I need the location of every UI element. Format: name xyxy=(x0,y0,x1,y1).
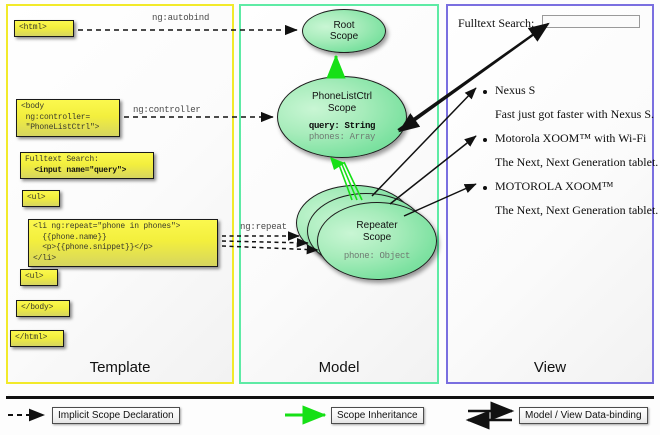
view-bullet-2 xyxy=(483,186,487,190)
root-scope: Root Scope xyxy=(302,9,386,53)
view-item-snippet-1: The Next, Next Generation tablet. xyxy=(495,155,659,169)
panel-view-label: View xyxy=(533,359,567,376)
legend-item-scope-inheritance: Scope Inheritance xyxy=(331,407,424,424)
view-bullet-0 xyxy=(483,90,487,94)
root-scope-title-line2: Scope xyxy=(329,31,359,42)
repeater-scope: Repeater Scope phone: Object xyxy=(317,202,437,280)
connector-label-ng-controller: ng:controller xyxy=(133,105,201,115)
repeater-scope-prop-phone: phone: Object xyxy=(343,251,411,262)
code-block-ul-open: <ul> xyxy=(22,190,60,207)
phonelistctrl-scope: PhoneListCtrl Scope query: String phones… xyxy=(277,76,407,158)
repeater-scope-title-line1: Repeater xyxy=(356,220,398,232)
root-scope-title-line1: Root xyxy=(333,19,355,31)
view-content: Fulltext Search: Nexus S Fast just got f… xyxy=(446,4,658,384)
connector-label-ng-autobind: ng:autobind xyxy=(152,13,210,23)
code-block-body-close: </body> xyxy=(16,300,70,317)
legend-item-model-view-data-binding: Model / View Data-binding xyxy=(519,407,648,424)
connector-label-ng-repeat: ng:repeat xyxy=(240,222,287,232)
legend-separator xyxy=(6,396,654,399)
phonelistctrl-scope-title-line2: Scope xyxy=(327,102,357,114)
code-block-body-open: <body ng:controller= "PhoneListCtrl"> xyxy=(16,99,120,137)
code-block-fulltext-search: Fulltext Search: <input name="query"> xyxy=(20,152,154,180)
panel-template-label: Template xyxy=(89,359,151,376)
phonelistctrl-scope-prop-query: query: String xyxy=(308,121,376,132)
code-block-li-repeat: <li ng:repeat="phone in phones"> {{phone… xyxy=(28,219,218,268)
repeater-scope-title-line2: Scope xyxy=(362,231,392,243)
view-item-snippet-2: The Next, Next Generation tablet. xyxy=(495,203,659,217)
view-item-snippet-0: Fast just got faster with Nexus S. xyxy=(495,107,654,121)
view-search-label: Fulltext Search: xyxy=(458,16,535,30)
code-block-html-open: <html> xyxy=(14,20,74,37)
view-item-name-1: Motorola XOOM™ with Wi-Fi xyxy=(495,131,647,145)
code-block-ul-close: <ul> xyxy=(20,269,58,286)
phonelistctrl-scope-title-line1: PhoneListCtrl xyxy=(311,91,373,103)
search-label-text: Fulltext Search: xyxy=(25,155,99,164)
code-block-html-close: </html> xyxy=(10,330,64,347)
panel-model-label: Model xyxy=(318,359,360,376)
view-bullet-1 xyxy=(483,138,487,142)
legend-item-implicit-scope-declaration: Implicit Scope Declaration xyxy=(52,407,180,424)
phonelistctrl-scope-prop-phones: phones: Array xyxy=(308,132,376,142)
view-search-input[interactable] xyxy=(542,15,640,28)
view-item-name-0: Nexus S xyxy=(495,83,536,97)
search-input-markup: <input name="query"> xyxy=(25,165,127,175)
view-item-name-2: MOTOROLA XOOM™ xyxy=(495,179,614,193)
